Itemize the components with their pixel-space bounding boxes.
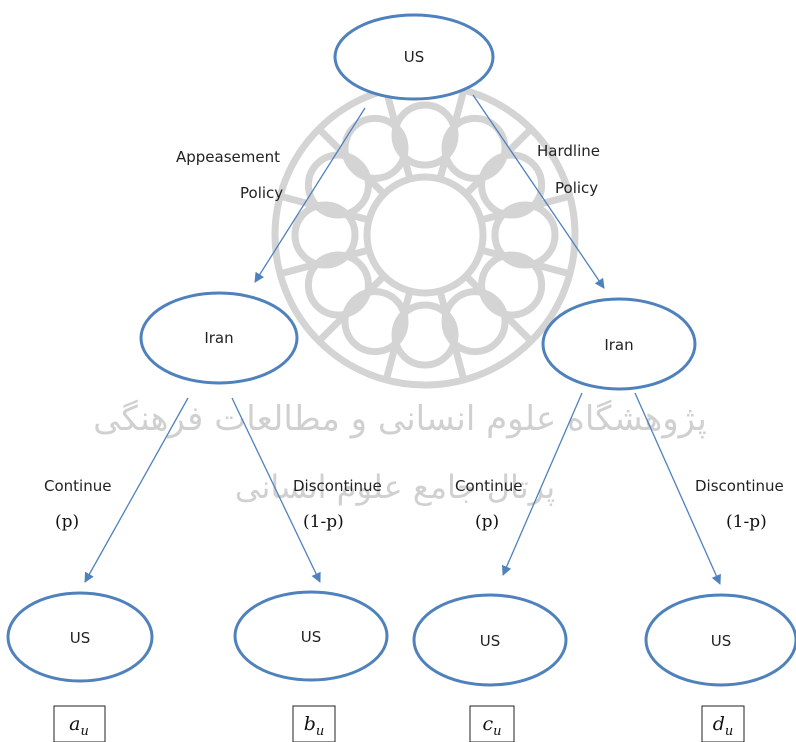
node-iran-right-label: Iran <box>604 336 633 354</box>
left-discontinue-label: Discontinue <box>293 477 382 495</box>
node-iran-right: Iran <box>541 297 697 391</box>
node-leaf-d: US <box>644 593 796 687</box>
watermark-rosette <box>271 81 579 389</box>
watermark-spoke <box>463 126 534 197</box>
payoff-c-sub: u <box>493 724 501 739</box>
hardline-label-line1: Hardline <box>537 142 600 160</box>
watermark-spoke <box>436 290 468 381</box>
payoff-b-sub: u <box>316 724 324 739</box>
left-discontinue-prob: (1-p) <box>303 512 344 532</box>
watermark-spoke <box>480 246 571 278</box>
payoff-box-b: bu <box>292 705 336 742</box>
right-discontinue-label: Discontinue <box>695 477 784 495</box>
node-leaf-a: US <box>6 591 154 683</box>
right-discontinue-prob: (1-p) <box>726 512 767 532</box>
watermark-text-line2: پرتال جامع علوم انسانی <box>235 468 555 506</box>
node-root-us: US <box>333 13 495 101</box>
edge-appeasement-arrow <box>254 107 366 283</box>
right-continue-prob: (p) <box>475 512 499 532</box>
payoff-d-var: d <box>713 713 725 735</box>
watermark-ring-inner <box>363 173 487 297</box>
node-root-label: US <box>404 48 425 66</box>
watermark-spoke <box>463 273 534 344</box>
payoff-box-d: du <box>701 705 745 742</box>
hardline-label-line2: Policy <box>555 179 598 197</box>
node-leaf-a-label: US <box>70 629 91 647</box>
edge-left-continue-arrow <box>84 397 189 583</box>
payoff-a-var: a <box>69 713 80 735</box>
payoff-c-value: cu <box>482 713 501 739</box>
payoff-c-var: c <box>482 713 493 735</box>
watermark-spoke <box>279 192 370 224</box>
watermark-spoke <box>316 273 387 344</box>
edge-right-discontinue-arrow <box>634 392 721 585</box>
left-continue-label: Continue <box>44 477 111 495</box>
node-leaf-b: US <box>233 590 389 682</box>
payoff-b-var: b <box>304 713 316 735</box>
node-leaf-c: US <box>412 593 568 687</box>
payoff-a-sub: u <box>80 724 88 739</box>
watermark-emblem: پژوهشگاه علوم انسانی و مطالعات فرهنگی پر… <box>93 81 707 506</box>
payoff-box-c: cu <box>469 705 515 742</box>
edge-right-continue-arrow <box>501 392 583 576</box>
node-leaf-d-label: US <box>711 632 732 650</box>
watermark-spoke <box>436 89 468 180</box>
node-leaf-b-label: US <box>301 628 322 646</box>
appeasement-label-line2: Policy <box>240 184 283 202</box>
node-leaf-c-label: US <box>480 632 501 650</box>
appeasement-label-line1: Appeasement <box>176 148 280 166</box>
payoff-d-sub: u <box>725 724 733 739</box>
payoff-d-value: du <box>713 713 734 739</box>
left-continue-prob: (p) <box>55 512 79 532</box>
watermark-spoke <box>480 192 571 224</box>
edge-hardline-arrow <box>472 94 605 289</box>
watermark-spoke <box>382 290 414 381</box>
watermark-spoke <box>382 89 414 180</box>
watermark-spoke <box>279 246 370 278</box>
node-iran-left: Iran <box>139 291 299 385</box>
watermark-text-line1: پژوهشگاه علوم انسانی و مطالعات فرهنگی <box>93 399 707 439</box>
payoff-b-value: bu <box>304 713 325 739</box>
edge-left-discontinue-arrow <box>231 397 321 583</box>
watermark-spoke <box>316 126 387 197</box>
right-continue-label: Continue <box>455 477 522 495</box>
payoff-a-value: au <box>69 713 89 739</box>
node-iran-left-label: Iran <box>204 329 233 347</box>
payoff-box-a: au <box>53 705 106 742</box>
